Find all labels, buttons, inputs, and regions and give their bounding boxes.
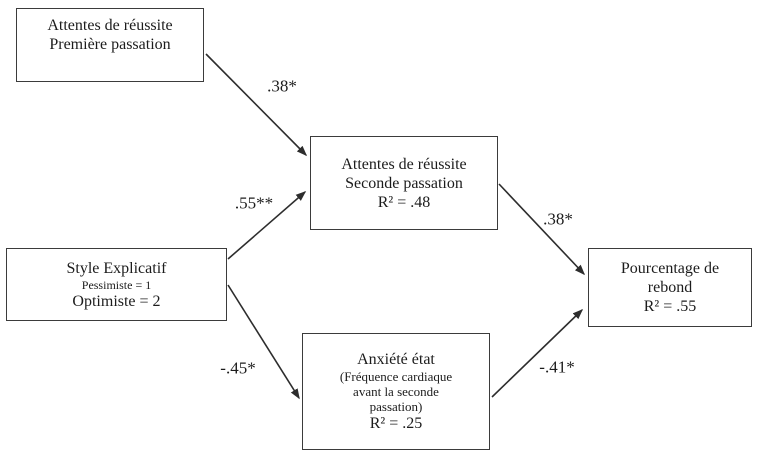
- node-style-explicatif-pessimiste: Pessimiste = 1: [81, 277, 152, 292]
- node-style-explicatif-optimiste: Optimiste = 2: [72, 292, 161, 310]
- node-pourcentage-rebond-r2: R² = .55: [643, 298, 697, 315]
- edge-label-attentes1-attentes2: .38*: [267, 76, 297, 96]
- arrow-style-to-attentes2: [227, 191, 307, 260]
- node-anxiete-etat-r2: R² = .25: [369, 415, 423, 432]
- node-attentes-premiere-label: Attentes de réussite Première passation: [47, 17, 173, 53]
- arrow-style-to-anxiete: [227, 284, 300, 400]
- edge-label-style-attentes2: .55**: [234, 193, 274, 213]
- node-pourcentage-rebond: Pourcentage de rebond R² = .55: [588, 248, 752, 327]
- arrow-attentes1-to-attentes2: [205, 53, 308, 157]
- node-style-explicatif-title: Style Explicatif: [66, 259, 167, 277]
- node-attentes-seconde-label: Attentes de réussite Seconde passation: [341, 155, 467, 192]
- arrow-attentes2-to-rebond: [498, 183, 586, 276]
- node-style-explicatif: Style Explicatif Pessimiste = 1 Optimist…: [6, 248, 227, 321]
- node-attentes-seconde-r2: R² = .48: [377, 193, 431, 211]
- node-attentes-reussite-premiere: Attentes de réussite Première passation: [16, 8, 204, 82]
- node-anxiete-etat-subtitle: (Fréquence cardiaque avant la seconde pa…: [339, 369, 453, 414]
- edge-label-style-anxiete: -.45*: [220, 358, 256, 378]
- node-attentes-reussite-seconde: Attentes de réussite Seconde passation R…: [310, 136, 498, 230]
- edge-label-anxiete-rebond: -.41*: [539, 357, 575, 377]
- node-anxiete-etat-title: Anxiété état: [357, 351, 435, 368]
- arrow-anxiete-to-rebond: [491, 308, 584, 398]
- node-pourcentage-rebond-label: Pourcentage de rebond: [620, 260, 720, 296]
- node-anxiete-etat: Anxiété état (Fréquence cardiaque avant …: [302, 333, 490, 450]
- edge-label-attentes2-rebond: .38*: [543, 209, 573, 229]
